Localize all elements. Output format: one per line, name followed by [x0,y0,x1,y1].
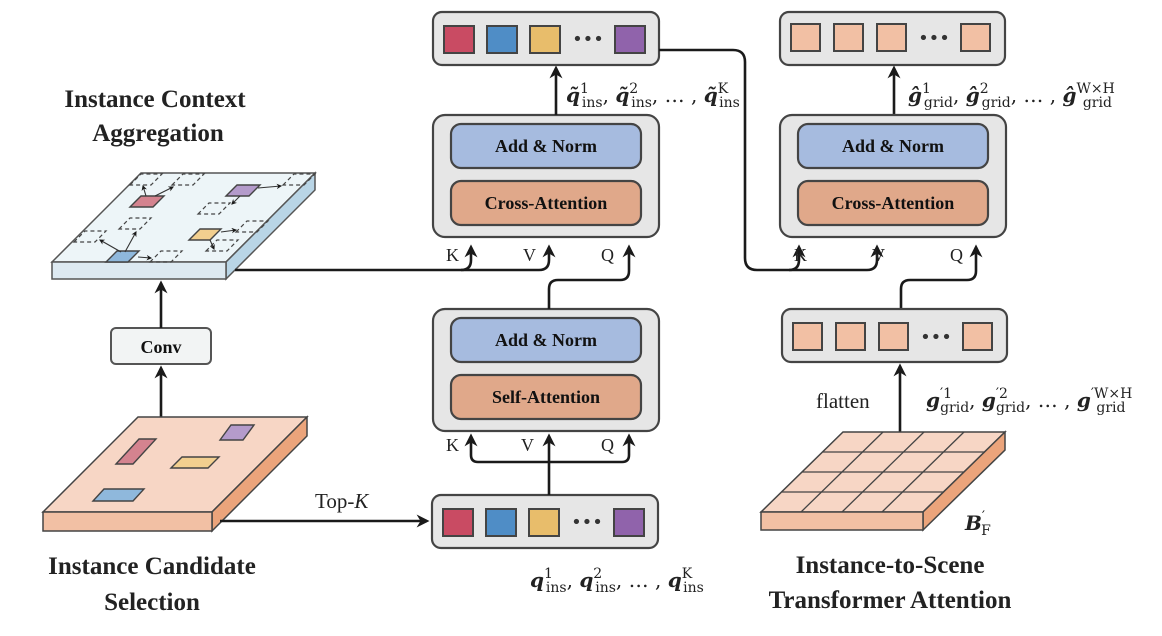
refined-token-yellow [529,25,561,54]
arrow-q-self [549,433,636,464]
context-aggregation-title-line1: Instance Context [64,86,246,113]
instance-yellow [187,228,223,241]
candidate-red [114,438,158,465]
dashed-region [281,173,317,186]
grid-token-bar: ••• [780,307,1009,364]
candidate-selection-title-line1: Instance Candidate [48,553,256,580]
add-norm-block-scene [796,122,990,170]
refined-token-red [443,25,475,54]
context-plane-front [51,261,227,280]
arrow-instances-to-scene-v [789,244,884,272]
dashed-region [196,202,232,215]
arrow-instances-to-scene-k [659,48,806,272]
candidate-plane-front [42,511,213,532]
candidate-yellow [169,456,221,469]
candidate-blue [91,488,146,502]
scene-output-token-bar: ••• [778,10,1007,67]
scene-output-token [790,23,821,52]
cross-attention-block-instance [449,179,643,227]
scene-feature-grid [759,430,1007,532]
port-k-self: K [446,435,459,455]
refined-token-blue [486,25,518,54]
candidate-feature-map [41,415,309,533]
cross-attention-label: Cross-Attention [832,193,955,213]
port-q-scene: Q [950,245,963,265]
query-token-blue [485,508,517,537]
dashed-region [72,230,108,243]
query-token-red [442,508,474,537]
add-norm-label: Add & Norm [495,136,597,156]
context-feature-map [50,171,317,281]
arrow-self-to-cross-q [547,244,636,309]
ellipsis: ••• [572,29,604,50]
bf-label: B′F [964,509,991,539]
query-token-bar: ••• [430,493,660,550]
scene-output-token [876,23,907,52]
self-attention-label: Self-Attention [492,387,600,407]
candidate-selection-title-line2: Selection [104,589,200,616]
grid-token [792,322,823,351]
ellipsis: ••• [571,512,603,533]
grid-token [835,322,866,351]
arrow-context-to-v [461,244,556,272]
add-norm-label: Add & Norm [842,136,944,156]
dashed-region [234,220,270,233]
dashed-region [148,250,184,263]
port-v-self: V [521,435,534,455]
port-v-scene: V [872,245,885,265]
add-norm-label: Add & Norm [495,330,597,350]
self-attention-block [449,373,643,421]
port-k-scene: K [794,245,807,265]
dashed-region [170,173,206,186]
scene-attention-title-line1: Instance-to-Scene [796,552,985,579]
cross-attention-block-scene [796,179,990,227]
port-q-self: Q [601,435,614,455]
candidate-purple [218,424,256,441]
arrow-context-to-k [235,244,478,272]
conv-label: Conv [140,337,181,357]
scene-output-token [960,23,991,52]
refined-query-token-bar: ••• [431,10,661,67]
query-token-purple [613,508,645,537]
instance-blue [104,250,141,263]
scene-output-token [833,23,864,52]
ellipsis: ••• [920,327,952,348]
flatten-label: flatten [816,389,870,413]
refined-token-purple [614,25,646,54]
grid-plane-front [760,511,924,531]
port-v-instance: V [523,245,536,265]
dashed-region [117,217,153,230]
add-norm-block-self [449,316,643,364]
topk-label: Top-K [315,489,369,513]
grid-token [878,322,909,351]
instance-red [128,195,166,208]
context-aggregation-title-line2: Aggregation [92,120,224,147]
ellipsis: ••• [918,28,950,49]
instance-purple [224,184,262,197]
cross-attention-label: Cross-Attention [485,193,608,213]
port-q-instance: Q [601,245,614,265]
query-token-yellow [528,508,560,537]
port-k-instance: K [446,245,459,265]
arrow-grid-to-scene-q [899,244,983,309]
grid-token [962,322,993,351]
scene-attention-title-line2: Transformer Attention [769,587,1012,614]
add-norm-block-instance [449,122,643,170]
arrow-k-self [464,433,549,464]
dashed-region [204,239,240,252]
